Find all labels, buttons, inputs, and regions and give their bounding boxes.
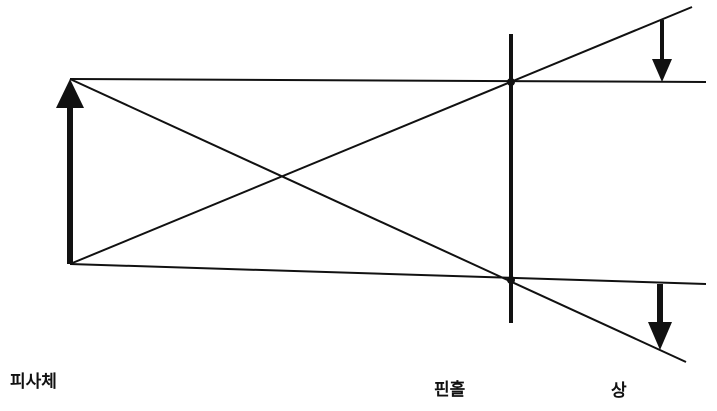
pinhole-intersection-bottom	[507, 276, 515, 284]
image-arrow-bottom-head	[648, 322, 672, 350]
ascending-cross-ray	[69, 6, 693, 265]
object-arrow-head	[56, 79, 84, 108]
pinhole-label: 핀홀	[434, 380, 466, 400]
pinhole-intersection-top	[507, 78, 515, 86]
bottom-horizontal-ray	[69, 263, 707, 285]
image-arrow-top-head	[652, 59, 672, 82]
object-label: 피사체	[10, 372, 57, 392]
top-horizontal-ray	[69, 78, 707, 83]
image-label: 상	[611, 381, 627, 401]
descending-cross-ray	[69, 78, 687, 363]
